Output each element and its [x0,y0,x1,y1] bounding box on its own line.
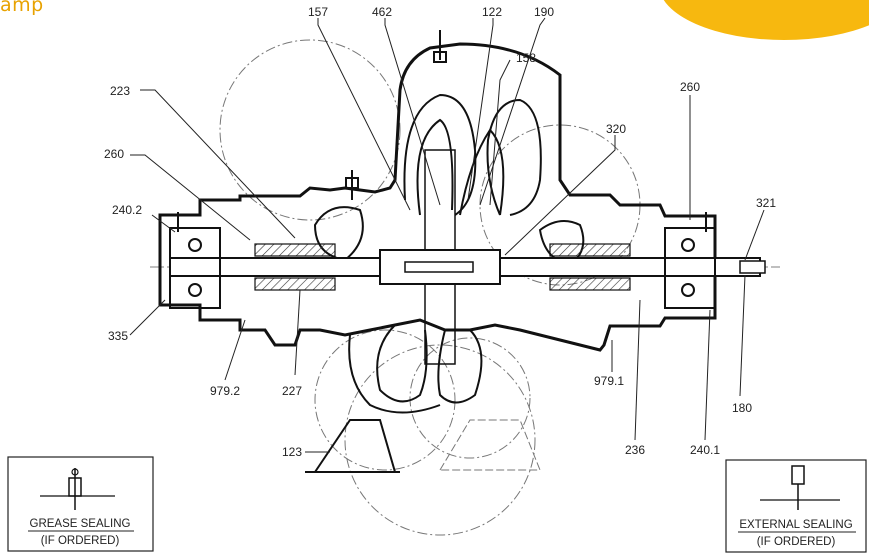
leader-lines [129,17,765,453]
impeller-passages [348,93,542,414]
label-979-1: 979.1 [594,374,624,388]
label-123: 123 [282,445,302,459]
impeller-lower [424,283,456,365]
packing-rings [254,243,631,291]
shaft-coupling-end [739,260,766,274]
external-sealing-inset: EXTERNAL SEALING (IF ORDERED) [725,459,867,553]
label-321: 321 [756,196,776,210]
label-320: 320 [606,122,626,136]
casing-studs [177,30,707,232]
label-335: 335 [108,329,128,343]
label-223: 223 [110,84,130,98]
corner-title: amp [0,0,44,16]
label-462: 462 [372,5,392,19]
impeller-upper [424,149,456,251]
external-sealing-note: (IF ORDERED) [757,536,836,548]
external-sealing-label: EXTERNAL SEALING [739,519,852,531]
label-122: 122 [482,5,502,19]
label-260-right: 260 [680,80,700,94]
part-labels: 157 462 122 190 158 260 223 320 260 321 … [104,5,776,459]
label-979-2: 979.2 [210,384,240,398]
grease-sealing-inset: GREASE SEALING (IF ORDERED) [7,456,154,552]
label-236: 236 [625,443,645,457]
label-190: 190 [534,5,554,19]
grease-sealing-note: (IF ORDERED) [41,535,120,547]
label-158: 158 [516,51,536,65]
casing-outline [158,42,717,352]
label-240-2: 240.2 [112,203,142,217]
label-180: 180 [732,401,752,415]
label-260-left: 260 [104,147,124,161]
base-foot-left [313,419,397,473]
shaft-key [404,261,474,273]
base-foot-phantom [439,419,541,471]
grease-sealing-label: GREASE SEALING [30,518,131,530]
label-240-1: 240.1 [690,443,720,457]
impeller-hub [379,249,501,285]
bearing-housings [169,227,716,309]
label-157: 157 [308,5,328,19]
label-227: 227 [282,384,302,398]
